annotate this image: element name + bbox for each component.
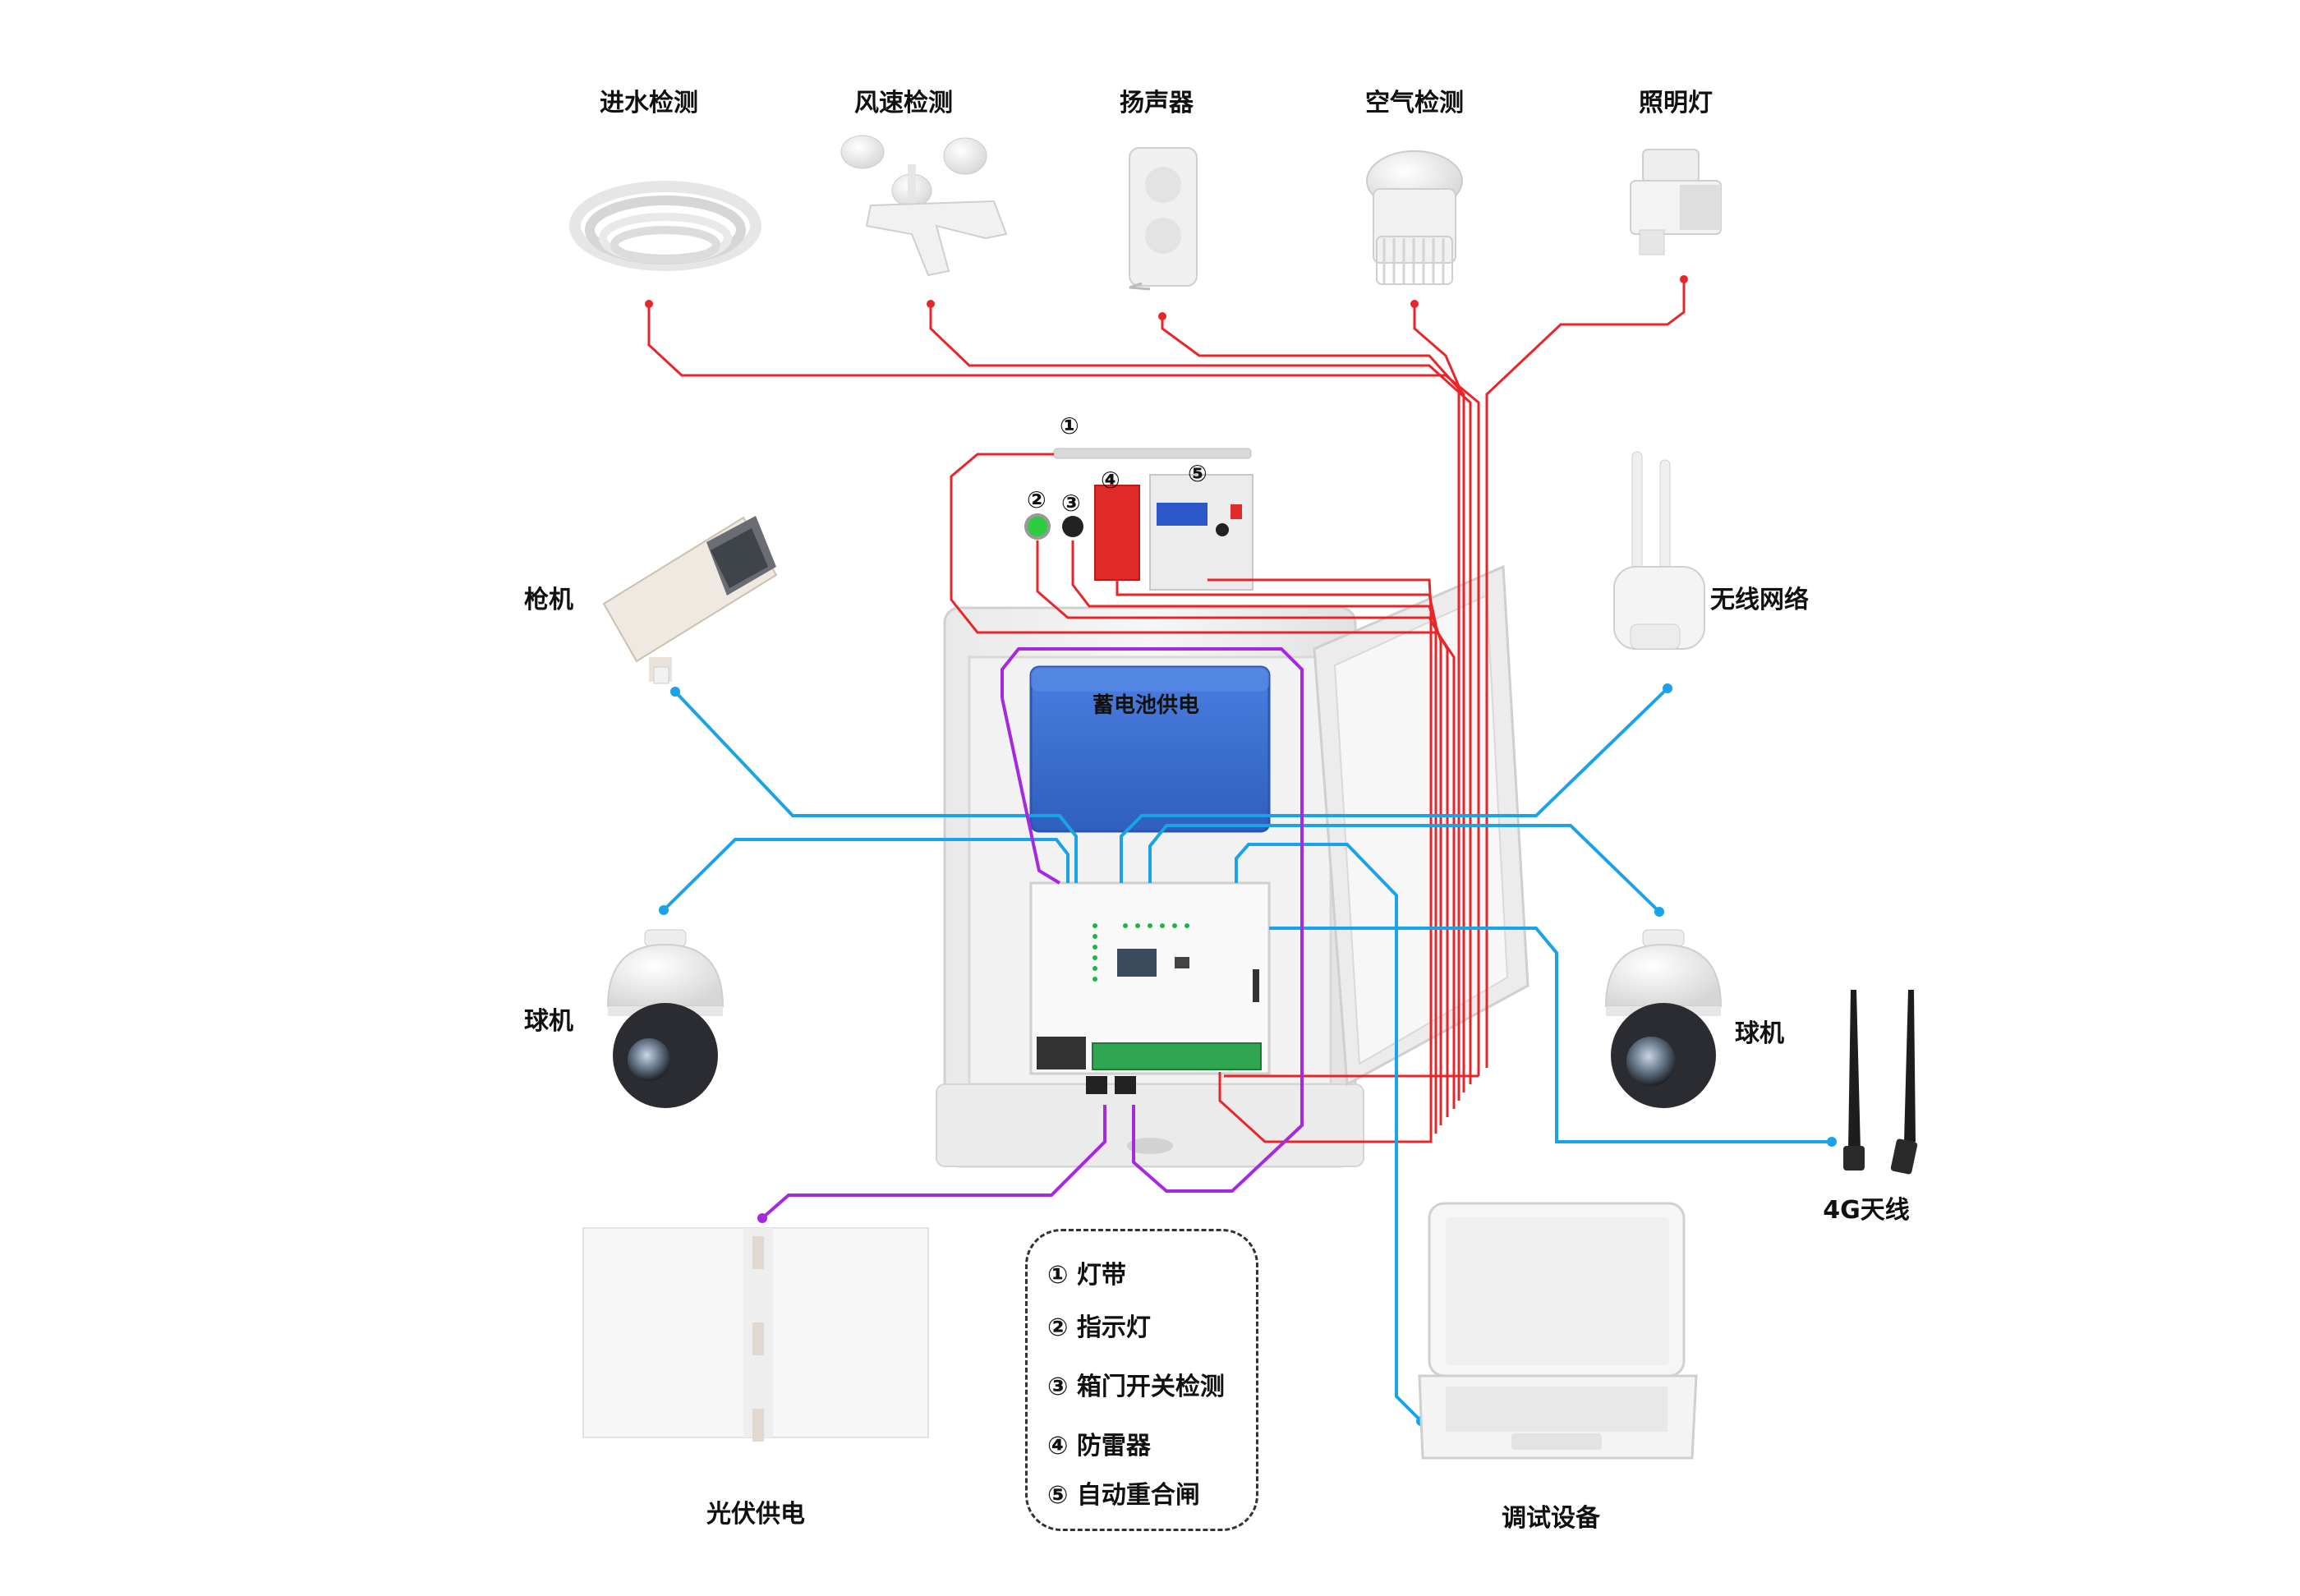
legend-item-surge: ④ 防雷器 bbox=[1047, 1432, 1151, 1460]
dome-camera-right bbox=[1604, 929, 1723, 1108]
laptop bbox=[1418, 1202, 1698, 1460]
power-wires bbox=[761, 647, 1304, 1220]
controller-display bbox=[1117, 949, 1157, 977]
label-dome-right: 球机 bbox=[1735, 1019, 1784, 1048]
label-solar: 光伏供电 bbox=[706, 1500, 805, 1529]
label-battery: 蓄电池供电 bbox=[1092, 693, 1200, 718]
legend-item-indicator: ② 指示灯 bbox=[1047, 1313, 1151, 1342]
legend-item-light-strip: ① 灯带 bbox=[1047, 1261, 1126, 1290]
label-wind-detect: 风速检测 bbox=[854, 89, 953, 117]
marker-1: ① bbox=[1060, 412, 1079, 439]
anemometer bbox=[840, 135, 1008, 277]
network-wires bbox=[662, 687, 1832, 1423]
marker-4: ④ bbox=[1101, 467, 1120, 494]
dome-camera-left bbox=[606, 929, 724, 1108]
label-debug: 调试设备 bbox=[1502, 1504, 1600, 1533]
label-4g-antenna: 4G天线 bbox=[1823, 1196, 1910, 1225]
auto-recloser bbox=[1149, 474, 1254, 591]
indicator-light bbox=[1024, 513, 1051, 540]
legend-box: ① 灯带 ② 指示灯 ③ 箱门开关检测 ④ 防雷器 ⑤ 自动重合闸 bbox=[1025, 1229, 1258, 1531]
terminal-block bbox=[1092, 1042, 1262, 1070]
label-dome-left: 球机 bbox=[524, 1007, 573, 1036]
top-components bbox=[1024, 448, 1254, 591]
sensor-wires bbox=[647, 279, 1686, 1143]
4g-antennas bbox=[1843, 990, 1918, 1175]
door-switch bbox=[1062, 516, 1083, 537]
label-speaker: 扬声器 bbox=[1120, 89, 1194, 117]
air-quality-sensor bbox=[1366, 150, 1463, 285]
bullet-camera bbox=[602, 516, 778, 684]
legend-item-recloser: ⑤ 自动重合闸 bbox=[1047, 1481, 1200, 1510]
solar-panel bbox=[582, 1227, 929, 1442]
label-air-detect: 空气检测 bbox=[1365, 89, 1464, 117]
wireless-router bbox=[1613, 451, 1705, 650]
label-wireless: 无线网络 bbox=[1710, 586, 1809, 614]
label-gun-camera: 枪机 bbox=[524, 586, 573, 614]
marker-5: ⑤ bbox=[1188, 460, 1208, 487]
surge-protector bbox=[1094, 485, 1140, 581]
light-strip bbox=[1053, 448, 1252, 459]
label-water-detect: 进水检测 bbox=[600, 89, 698, 117]
floodlight bbox=[1630, 149, 1722, 255]
legend-item-door-switch: ③ 箱门开关检测 bbox=[1047, 1373, 1225, 1401]
battery-pack bbox=[1029, 665, 1271, 833]
label-lighting: 照明灯 bbox=[1639, 89, 1713, 117]
speaker bbox=[1129, 147, 1198, 291]
marker-2: ② bbox=[1027, 486, 1046, 513]
water-sensor-cable bbox=[569, 181, 761, 271]
controller-unit bbox=[1029, 881, 1271, 1094]
marker-3: ③ bbox=[1061, 490, 1081, 517]
